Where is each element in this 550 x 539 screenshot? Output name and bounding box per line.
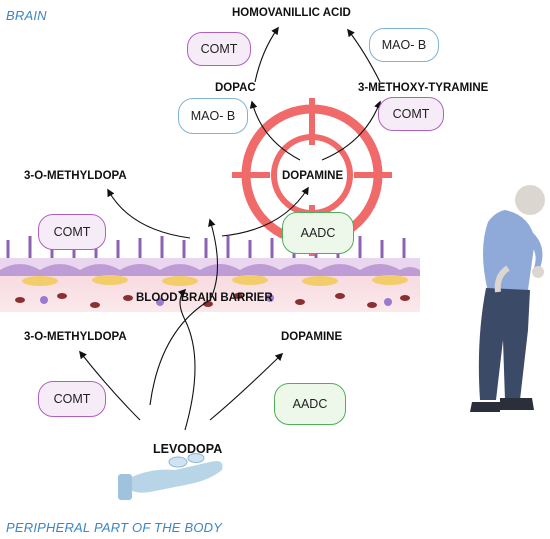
mao-b-enzyme-dopac: MAO- B [178,98,248,134]
brain-methyldopa-label: 3-O-METHYLDOPA [24,170,127,182]
peripheral-methyldopa-label: 3-O-METHYLDOPA [24,331,127,343]
peripheral-region-label: PERIPHERAL PART OF THE BODY [6,520,223,535]
dopac-label: DOPAC [215,82,256,94]
aadc-enzyme-peripheral: AADC [274,383,346,425]
comt-enzyme-peripheral: COMT [38,381,106,417]
brain-region-label: BRAIN [6,8,47,23]
comt-enzyme-dopac: COMT [187,32,251,66]
blood-brain-barrier-label: BLOOD BRAIN BARRIER [136,292,273,304]
methoxytyramine-label: 3-METHOXY-TYRAMINE [358,82,489,94]
elderly-person-figure [470,185,545,412]
levodopa-label: LEVODOPA [153,442,223,456]
peripheral-dopamine-label: DOPAMINE [281,331,343,343]
comt-enzyme-methoxytyramine: COMT [378,97,444,131]
comt-enzyme-brain: COMT [38,214,106,250]
brain-dopamine-label: DOPAMINE [282,170,344,182]
homovanillic-acid-label: HOMOVANILLIC ACID [232,7,351,19]
mao-b-enzyme-top: MAO- B [369,28,439,62]
hand-with-pill-icon [118,453,223,500]
aadc-enzyme-brain: AADC [282,212,354,254]
